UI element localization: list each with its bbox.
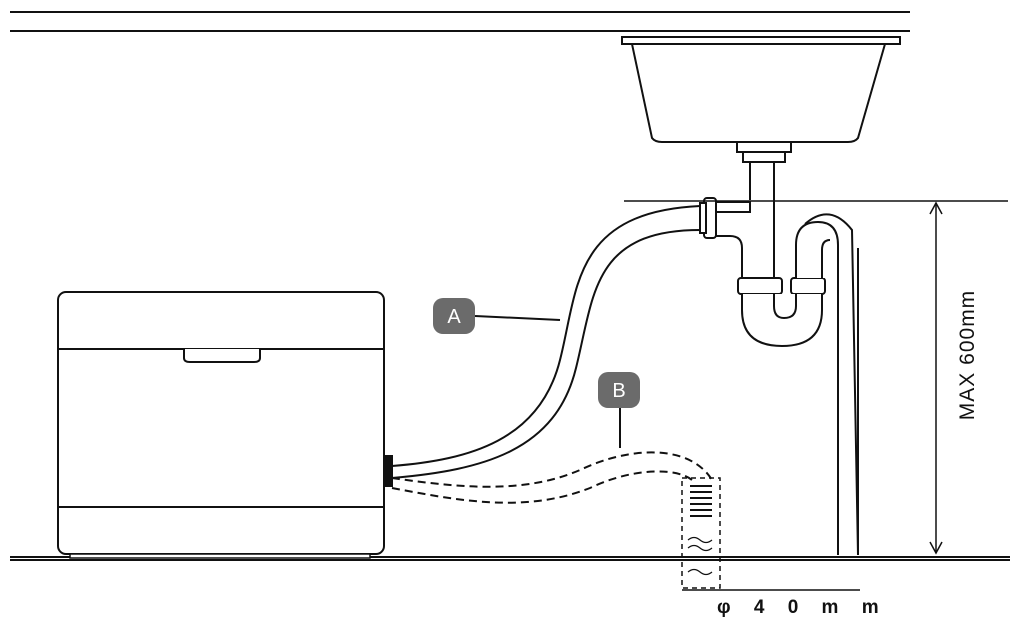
drain-hose-b	[391, 451, 713, 504]
max-height-dimension	[624, 200, 1008, 555]
callout-a-badge	[433, 298, 475, 334]
callout-a-label: A	[447, 306, 461, 328]
dishwasher	[57, 291, 393, 559]
p-trap	[737, 220, 839, 348]
countertop	[10, 11, 910, 32]
callout-a-leader	[474, 315, 561, 321]
floor-drain-grate	[690, 485, 712, 517]
callout-b-badge	[598, 372, 640, 408]
branch-connector	[699, 197, 751, 286]
floor-drain-water	[687, 536, 713, 576]
pipe-diameter-label: φ 4 0 m m	[717, 597, 888, 618]
standpipe	[804, 213, 859, 556]
max-height-label: MAX 600mm	[956, 290, 979, 420]
floor-drain	[681, 477, 721, 589]
sink-basin	[621, 36, 901, 143]
callout-b-label: B	[612, 380, 625, 402]
drain-hose-a	[391, 205, 701, 479]
sink-drain-tailpiece	[736, 141, 792, 286]
